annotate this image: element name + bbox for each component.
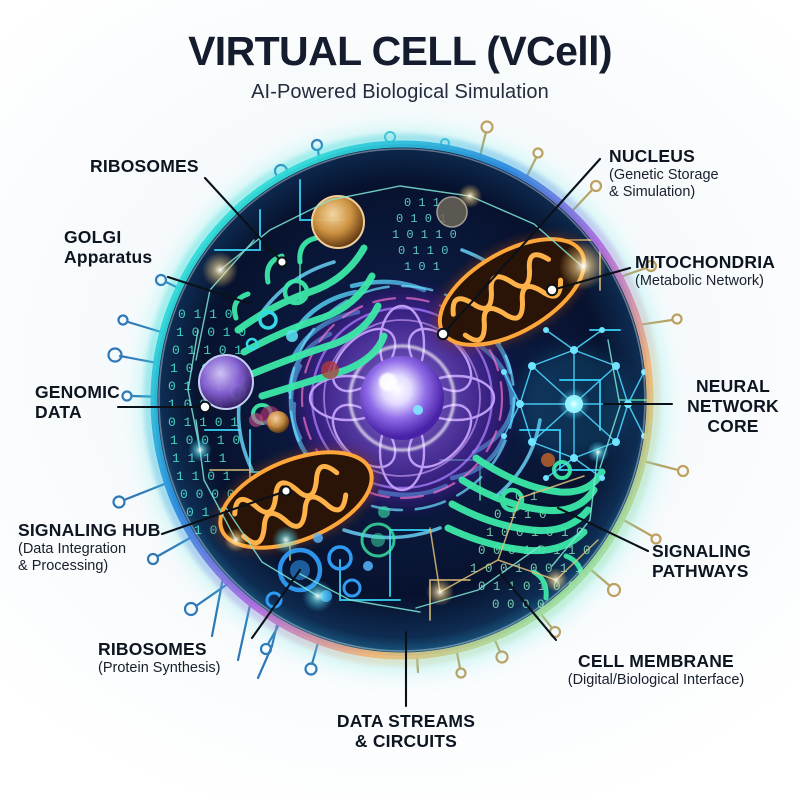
label-genomic-data: GENOMIC DATA bbox=[35, 382, 121, 423]
nucleus-petals bbox=[308, 304, 496, 492]
label-nucleus: NUCLEUS (Genetic Storage & Simulation) bbox=[609, 146, 719, 201]
label-neural-line3: CORE bbox=[707, 415, 759, 436]
page-title: VIRTUAL CELL (VCell) bbox=[188, 28, 612, 74]
svg-text:1 0 1: 1 0 1 bbox=[404, 260, 440, 274]
label-ribosomes-top-heading: RIBOSOMES bbox=[90, 156, 199, 176]
leader-dot-signaling-hub bbox=[280, 485, 292, 497]
cell-interior: 0 1 1 01 0 0 1 0 0 1 1 0 11 0 0 0 0 0 1 … bbox=[168, 179, 650, 621]
label-signaling-hub-sub2: & Processing) bbox=[18, 557, 109, 574]
label-cell-membrane-sub: (Digital/Biological Interface) bbox=[567, 671, 745, 688]
svg-text:0 1 1 0: 0 1 1 0 bbox=[398, 244, 448, 258]
label-nucleus-heading: NUCLEUS bbox=[609, 146, 695, 166]
title-block: VIRTUAL CELL (VCell) AI-Powered Biologic… bbox=[0, 28, 800, 104]
cell-membrane-bloom bbox=[143, 133, 661, 667]
label-data-streams: DATA STREAMS & CIRCUITS bbox=[306, 711, 506, 752]
label-ribosomes-bottom: RIBOSOMES (Protein Synthesis) bbox=[98, 639, 221, 677]
leader-dot-mitochondria bbox=[545, 283, 559, 297]
page-subtitle: AI-Powered Biological Simulation bbox=[251, 81, 549, 104]
label-genomic-line2: DATA bbox=[35, 401, 82, 422]
label-genomic-line1: GENOMIC bbox=[35, 382, 121, 402]
svg-text:0 1 1: 0 1 1 bbox=[404, 196, 440, 210]
label-ribosomes-top: RIBOSOMES bbox=[90, 156, 199, 177]
label-signaling-hub: SIGNALING HUB (Data Integration & Proces… bbox=[18, 520, 161, 575]
label-mitochondria-heading: MITOCHONDRIA bbox=[635, 252, 776, 272]
leader-signaling-hub bbox=[160, 489, 288, 536]
cell-membrane-inner-highlight bbox=[158, 148, 646, 652]
label-data-streams-line1: DATA STREAMS bbox=[336, 711, 476, 731]
svg-text:0 0 0 0: 0 0 0 0 bbox=[180, 487, 235, 502]
leader-nucleus bbox=[441, 157, 602, 336]
label-nucleus-sub2: & Simulation) bbox=[609, 183, 696, 200]
ribosome-cluster-upper-left bbox=[245, 310, 298, 351]
leader-golgi bbox=[166, 275, 250, 305]
label-nucleus-sub1: (Genetic Storage bbox=[609, 166, 719, 183]
svg-text:0 1 0 1: 0 1 0 1 bbox=[396, 212, 446, 226]
leader-signaling-pathways bbox=[556, 506, 650, 553]
vesicles bbox=[198, 195, 555, 558]
membrane-binary-top: 0 1 1 0 1 0 1 1 0 1 1 0 0 1 1 0 1 0 1 bbox=[392, 196, 457, 274]
label-signaling-hub-sub1: (Data Integration bbox=[18, 540, 127, 557]
mitochondrion-lower-left bbox=[212, 446, 380, 554]
leader-dot-genomic bbox=[198, 400, 212, 414]
label-signaling-pathways-line2: PATHWAYS bbox=[652, 560, 749, 581]
label-neural-line2: NETWORK bbox=[687, 395, 779, 416]
label-golgi-sub: Apparatus bbox=[64, 246, 153, 267]
leader-ribosomes-top bbox=[203, 176, 284, 264]
label-data-streams-line2: & CIRCUITS bbox=[354, 730, 458, 751]
leader-ribosomes-bottom bbox=[250, 568, 302, 640]
label-neural-line1: NEURAL bbox=[695, 376, 771, 396]
leader-dot-nucleus bbox=[436, 327, 450, 341]
label-neural-core: NEURAL NETWORK CORE bbox=[673, 376, 793, 436]
svg-text:1 0 1 1 0: 1 0 1 1 0 bbox=[392, 228, 457, 242]
svg-text:1 0 0 1 0: 1 0 0 1 0 bbox=[176, 325, 246, 340]
leader-mitochondria bbox=[550, 266, 632, 292]
leader-cell-membrane bbox=[498, 571, 558, 642]
label-signaling-pathways: SIGNALING PATHWAYS bbox=[652, 541, 752, 582]
leader-dot-ribosomes-top bbox=[276, 256, 288, 268]
label-golgi: GOLGI Apparatus bbox=[64, 227, 153, 268]
label-mitochondria: MITOCHONDRIA (Metabolic Network) bbox=[635, 252, 776, 290]
label-cell-membrane-heading: CELL MEMBRANE bbox=[578, 651, 734, 671]
label-cell-membrane: CELL MEMBRANE (Digital/Biological Interf… bbox=[521, 651, 791, 689]
label-ribosomes-bottom-sub: (Protein Synthesis) bbox=[98, 659, 221, 676]
label-signaling-pathways-line1: SIGNALING bbox=[652, 541, 752, 561]
label-golgi-heading: GOLGI bbox=[64, 227, 122, 247]
golgi-apparatus-lower-right bbox=[444, 454, 606, 601]
label-ribosomes-bottom-heading: RIBOSOMES bbox=[98, 639, 207, 659]
label-mitochondria-sub: (Metabolic Network) bbox=[635, 272, 764, 289]
svg-text:0 1 1 0 1: 0 1 1 0 1 bbox=[168, 415, 238, 430]
cell-membrane-rim bbox=[150, 140, 654, 660]
label-signaling-hub-heading: SIGNALING HUB bbox=[18, 520, 161, 540]
